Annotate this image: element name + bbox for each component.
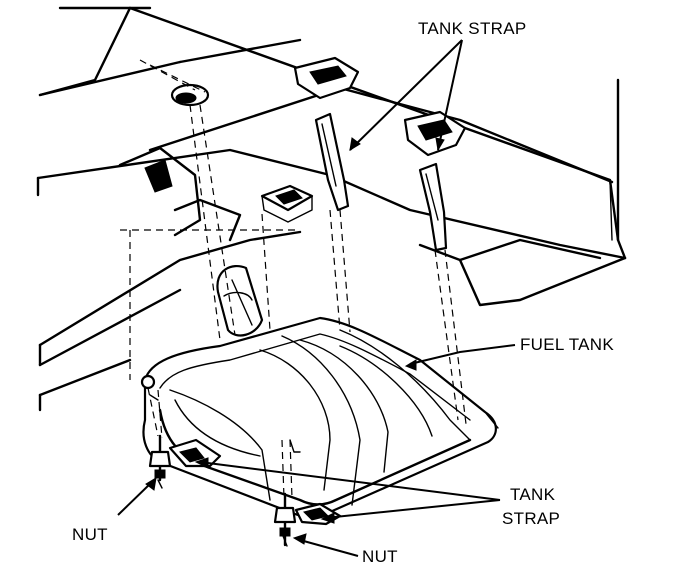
label-tank-strap-bottom-line2: STRAP bbox=[502, 509, 560, 528]
fuel-tank bbox=[140, 316, 499, 518]
leader-tank-strap-front bbox=[349, 39, 463, 151]
label-nut-right: NUT bbox=[362, 547, 398, 566]
leader-tank-strap-bottom-right bbox=[324, 499, 501, 519]
leader-nut-left bbox=[117, 481, 153, 516]
alignment-lines bbox=[120, 59, 467, 499]
center-mount-pad bbox=[260, 184, 314, 223]
filler-hose bbox=[216, 265, 264, 337]
tank-strap-front-upper bbox=[314, 112, 350, 212]
leader-lines bbox=[117, 39, 516, 557]
nut-right bbox=[273, 492, 297, 547]
frame-slot bbox=[170, 83, 210, 107]
nut-left bbox=[148, 434, 172, 489]
leader-tank-strap-rear bbox=[437, 39, 463, 151]
leader-fuel-tank bbox=[409, 344, 516, 365]
label-fuel-tank: FUEL TANK bbox=[520, 335, 614, 354]
strap-bracket-front bbox=[293, 56, 360, 100]
frame-bracket-left bbox=[118, 146, 242, 242]
label-tank-strap-top: TANK STRAP bbox=[418, 19, 526, 38]
leader-nut-right bbox=[299, 539, 359, 557]
vehicle-floor-pan bbox=[36, 6, 627, 412]
tank-strap-rear-upper bbox=[418, 162, 448, 252]
label-nut-left: NUT bbox=[72, 525, 108, 544]
leader-tank-strap-bottom-left bbox=[199, 461, 501, 501]
label-tank-strap-bottom-line1: TANK bbox=[510, 485, 556, 504]
